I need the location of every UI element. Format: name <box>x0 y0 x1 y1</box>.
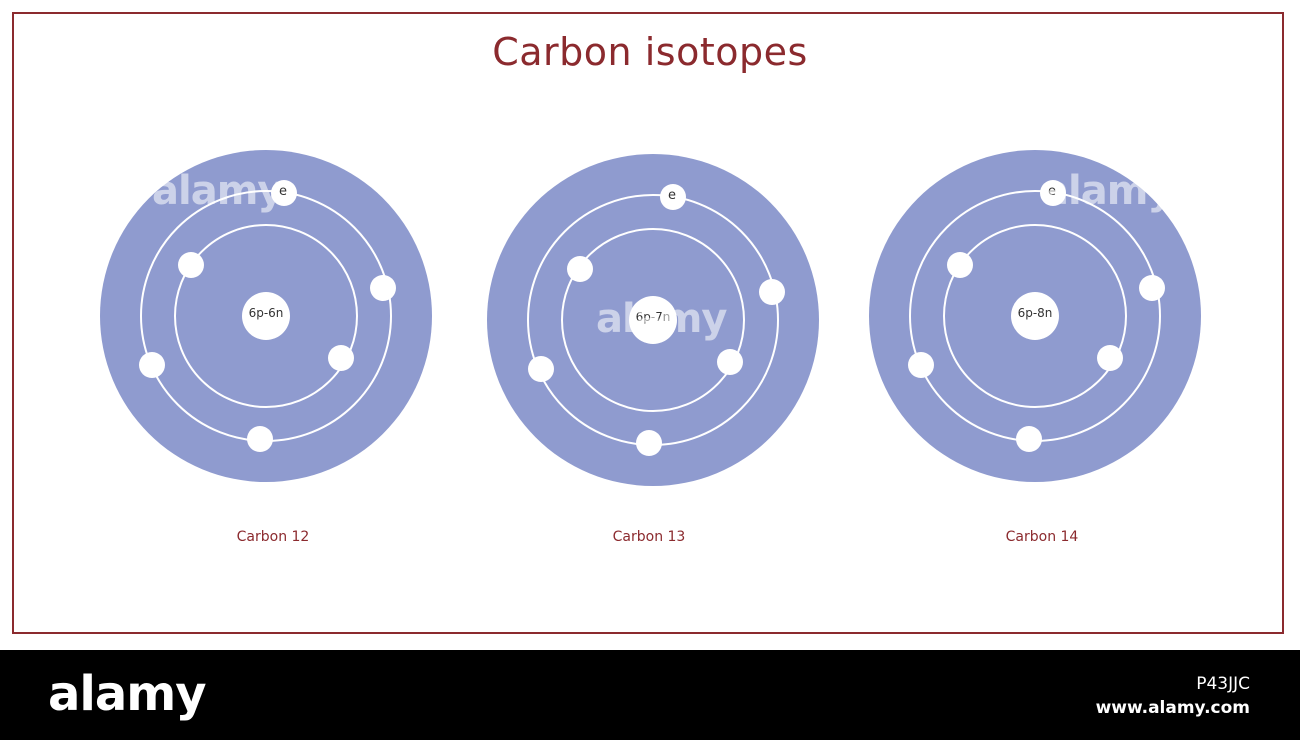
nucleus-label: 6p-6n <box>248 306 284 320</box>
nucleus <box>1011 292 1059 340</box>
inner-orbit <box>943 224 1127 408</box>
brand-logo: alamy <box>48 666 207 722</box>
inner-orbit <box>561 228 745 412</box>
diagram-title: Carbon isotopes <box>492 30 808 74</box>
electron <box>636 430 662 456</box>
electron-label: e <box>279 184 287 199</box>
electron <box>271 180 297 206</box>
electron <box>660 184 686 210</box>
caption-carbon-12: Carbon 12 <box>236 529 310 545</box>
electron <box>370 275 396 301</box>
electron <box>139 352 165 378</box>
atom-diagram <box>487 154 819 486</box>
inner-orbit <box>174 224 358 408</box>
atom-diagram <box>100 150 432 482</box>
electron <box>1139 275 1165 301</box>
nucleus <box>629 296 677 344</box>
electron <box>1016 426 1042 452</box>
nucleus-label: 6p-7n <box>635 310 671 324</box>
electron <box>1040 180 1066 206</box>
electron <box>759 279 785 305</box>
site-url[interactable]: www.alamy.com <box>1095 698 1250 718</box>
image-id: P43JJC <box>1196 674 1250 694</box>
atom-diagram <box>869 150 1201 482</box>
nucleus <box>242 292 290 340</box>
electron <box>908 352 934 378</box>
electron <box>717 349 743 375</box>
electron <box>567 256 593 282</box>
electron-label: e <box>668 188 676 203</box>
atom-carbon-12: 6p-6n e <box>100 150 432 482</box>
atom-carbon-14: 6p-8n e <box>869 150 1201 482</box>
electron <box>947 252 973 278</box>
electron-label: e <box>1048 184 1056 199</box>
electron <box>1097 345 1123 371</box>
electron <box>247 426 273 452</box>
caption-carbon-14: Carbon 14 <box>1005 529 1079 545</box>
electron <box>328 345 354 371</box>
footer-bar: alamy P43JJC www.alamy.com <box>0 650 1300 740</box>
nucleus-label: 6p-8n <box>1017 306 1053 320</box>
electron <box>178 252 204 278</box>
atom-carbon-13: 6p-7n e <box>487 154 819 486</box>
caption-carbon-13: Carbon 13 <box>612 529 686 545</box>
electron <box>528 356 554 382</box>
